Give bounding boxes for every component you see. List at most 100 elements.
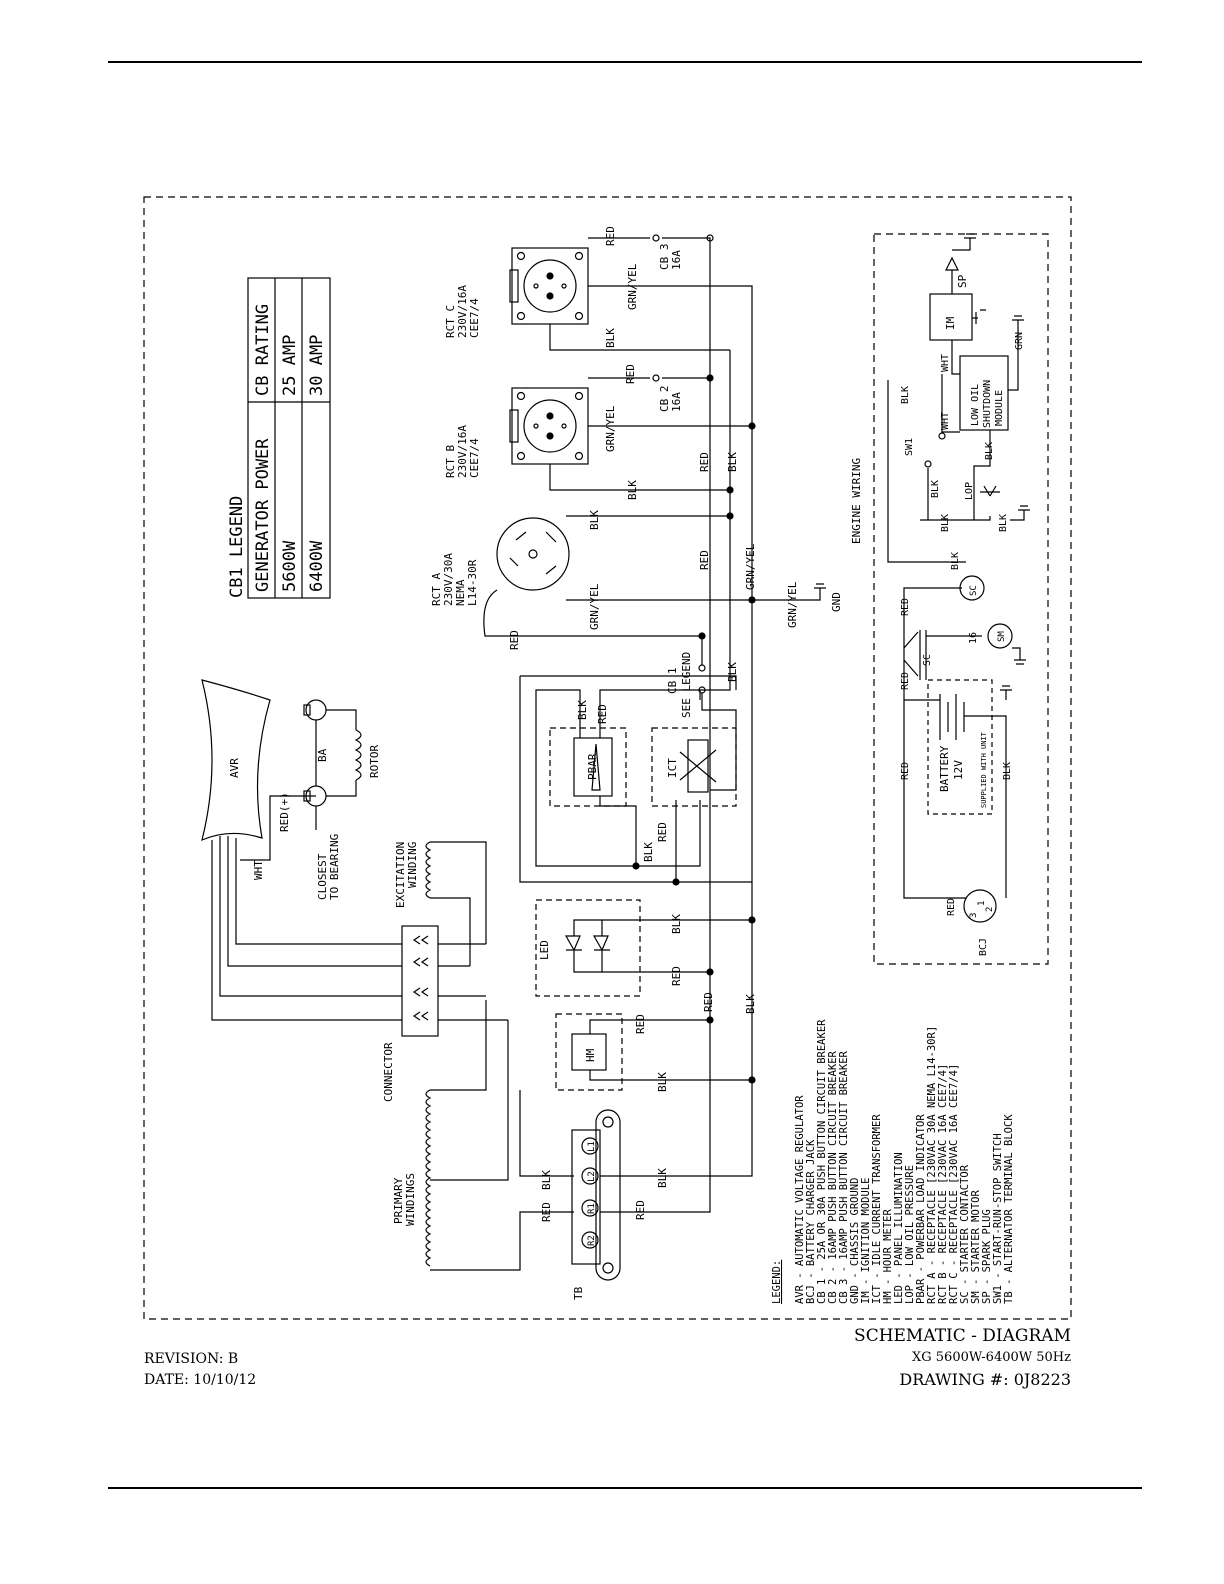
top-rule <box>108 61 1142 63</box>
wire-label: RED <box>508 630 521 650</box>
wire-label: RED <box>656 822 669 842</box>
wire-label: BLK <box>984 442 995 460</box>
wire-label: RED <box>540 1202 553 1222</box>
sc-label: SC <box>922 654 933 666</box>
ba-label: BA <box>316 748 329 762</box>
legend-item: LED - PANEL ILLUMINATION <box>893 1152 905 1304</box>
avr-block <box>201 679 362 861</box>
closest-bearing-label: TO BEARING <box>328 834 341 900</box>
legend-item: AVR - AUTOMATIC VOLTAGE REGULATOR <box>794 1095 806 1304</box>
legend-item: HM - HOUR METER <box>882 1208 894 1304</box>
cb3-label: CB 3 <box>658 244 671 271</box>
legend-title: LEGEND: <box>771 1260 783 1304</box>
im-label: IM <box>944 316 957 330</box>
rct-b-rating: 230V/16A <box>456 425 469 478</box>
wire-label: RED <box>946 898 957 916</box>
legend-item: RCT B - RECEPTACLE [230VAC 16A CEE7/4] <box>937 1064 949 1304</box>
legend-item: RCT A - RECEPTACLE [230VAC 30A NEMA L14-… <box>926 1026 938 1304</box>
tb-label: TB <box>572 1286 585 1300</box>
wire-label: RED <box>634 1200 647 1220</box>
wire-label: RED <box>698 452 711 472</box>
wire-label: BLK <box>744 994 757 1014</box>
legend: LEGEND: AVR - AUTOMATIC VOLTAGE REGULATO… <box>771 1019 1015 1304</box>
ict-box <box>636 727 737 882</box>
wire-label: WHT <box>252 860 265 880</box>
rct-b-type: CEE7/4 <box>468 438 481 478</box>
wire-label: BLK <box>604 328 617 348</box>
cb1-header-rating: CB RATING <box>253 304 273 396</box>
wire-label: BLK <box>642 842 655 862</box>
drawing-number: DRAWING #: 0J8223 <box>899 1370 1071 1389</box>
rct-c-type: CEE7/4 <box>468 298 481 338</box>
cb1-legend-table: CB1 LEGEND GENERATOR POWER CB RATING 560… <box>227 277 331 599</box>
pbar-label: PBAR <box>586 753 599 780</box>
battery-label: BATTERY <box>938 745 951 792</box>
led-box <box>535 899 752 997</box>
wire-label: RED(+) <box>278 792 291 832</box>
sc-label: SC <box>969 585 979 596</box>
rct-a-nema: NEMA <box>454 579 467 606</box>
wire-label: RED <box>900 672 911 690</box>
hm-box <box>555 1013 752 1091</box>
avr-label: AVR <box>228 758 241 778</box>
lop-label: LOP <box>964 482 975 500</box>
model-label: XG 5600W-6400W 50Hz <box>912 1350 1071 1365</box>
ict-loop-wire <box>519 675 752 883</box>
wire-label: BLK <box>588 510 601 530</box>
wire-label: BLK <box>1002 762 1013 780</box>
tb-terminal-label: L1 <box>587 1141 597 1152</box>
cb1-cell: 30 AMP <box>307 335 327 396</box>
legend-item: CB 1 - 25A OR 30A PUSH BUTTON CIRCUIT BR… <box>816 1019 828 1304</box>
rct-c-rating: 230V/16A <box>456 285 469 338</box>
cb1-cell: 25 AMP <box>280 335 300 396</box>
wire-label: GRN/YEL <box>588 583 601 630</box>
battery-voltage: 12V <box>952 760 965 780</box>
wire-16-label: 16 <box>968 632 979 644</box>
wire-label: BLK <box>900 386 911 404</box>
primary-windings-label: PRIMARY <box>392 1177 405 1224</box>
legend-item: PBAR - POWERBAR LOAD INDICATOR <box>915 1114 927 1304</box>
wire-label: BLK <box>726 662 739 682</box>
rct-c-label: RCT C <box>444 305 457 338</box>
wire-label: RED <box>596 704 609 724</box>
tb-terminal-label: R2 <box>587 1235 597 1246</box>
cb1-header-power: GENERATOR POWER <box>253 438 273 592</box>
output-wiring <box>483 234 826 1213</box>
cb1-cell: 5600W <box>280 540 300 592</box>
wire-label: RED <box>900 598 911 616</box>
legend-item: IM - IGNITION MODULE <box>860 1178 872 1304</box>
bcj-label: BCJ <box>978 938 989 956</box>
cb2-label: CB 2 <box>658 386 671 413</box>
wire-label: BLK <box>670 914 683 934</box>
legend-item: GND - CHASSIS GROUND <box>849 1178 861 1304</box>
wire-label: BLK <box>656 1168 669 1188</box>
wire-label: RED <box>604 226 617 246</box>
bcj-pin-label: 2 <box>985 907 995 912</box>
bcj-pin-label: 1 <box>977 901 987 906</box>
cb1-label: CB 1 <box>666 668 679 695</box>
legend-item: SW1 - START-RUN-STOP SWITCH <box>992 1133 1004 1304</box>
cb2-rating: 16A <box>670 392 683 412</box>
wire-label: BLK <box>626 480 639 500</box>
tb-terminal-label: R1 <box>587 1203 597 1214</box>
wire-label: RED <box>900 762 911 780</box>
primary-windings-label: WINDINGS <box>404 1173 417 1226</box>
cb3-rating: 16A <box>670 250 683 270</box>
receptacle-rct-c <box>509 247 589 325</box>
low-oil-module-label: SHUTDOWN <box>982 380 993 428</box>
wire-label: WHT <box>940 354 951 372</box>
wire-label: GRN/YEL <box>786 581 799 628</box>
legend-item: CB 3 - 16AMP PUSH BUTTON CIRCUIT BREAKER <box>838 1050 850 1304</box>
wire-label: RED <box>624 364 637 384</box>
low-oil-module-label: LOW OIL <box>970 384 981 426</box>
sm-label: SM <box>997 631 1007 642</box>
excitation-winding-label: WINDING <box>406 842 419 888</box>
legend-item: LOP - LOW OIL PRESSURE <box>904 1165 916 1304</box>
wire-label: BLK <box>576 700 589 720</box>
cb1-note: SEE LEGEND <box>680 652 693 718</box>
pbar-box <box>535 689 700 867</box>
gnd-label: GND <box>830 592 843 612</box>
wire-label: BLK <box>950 552 961 570</box>
low-oil-module-label: MODULE <box>994 390 1005 426</box>
revision-label: REVISION: B <box>144 1351 239 1367</box>
